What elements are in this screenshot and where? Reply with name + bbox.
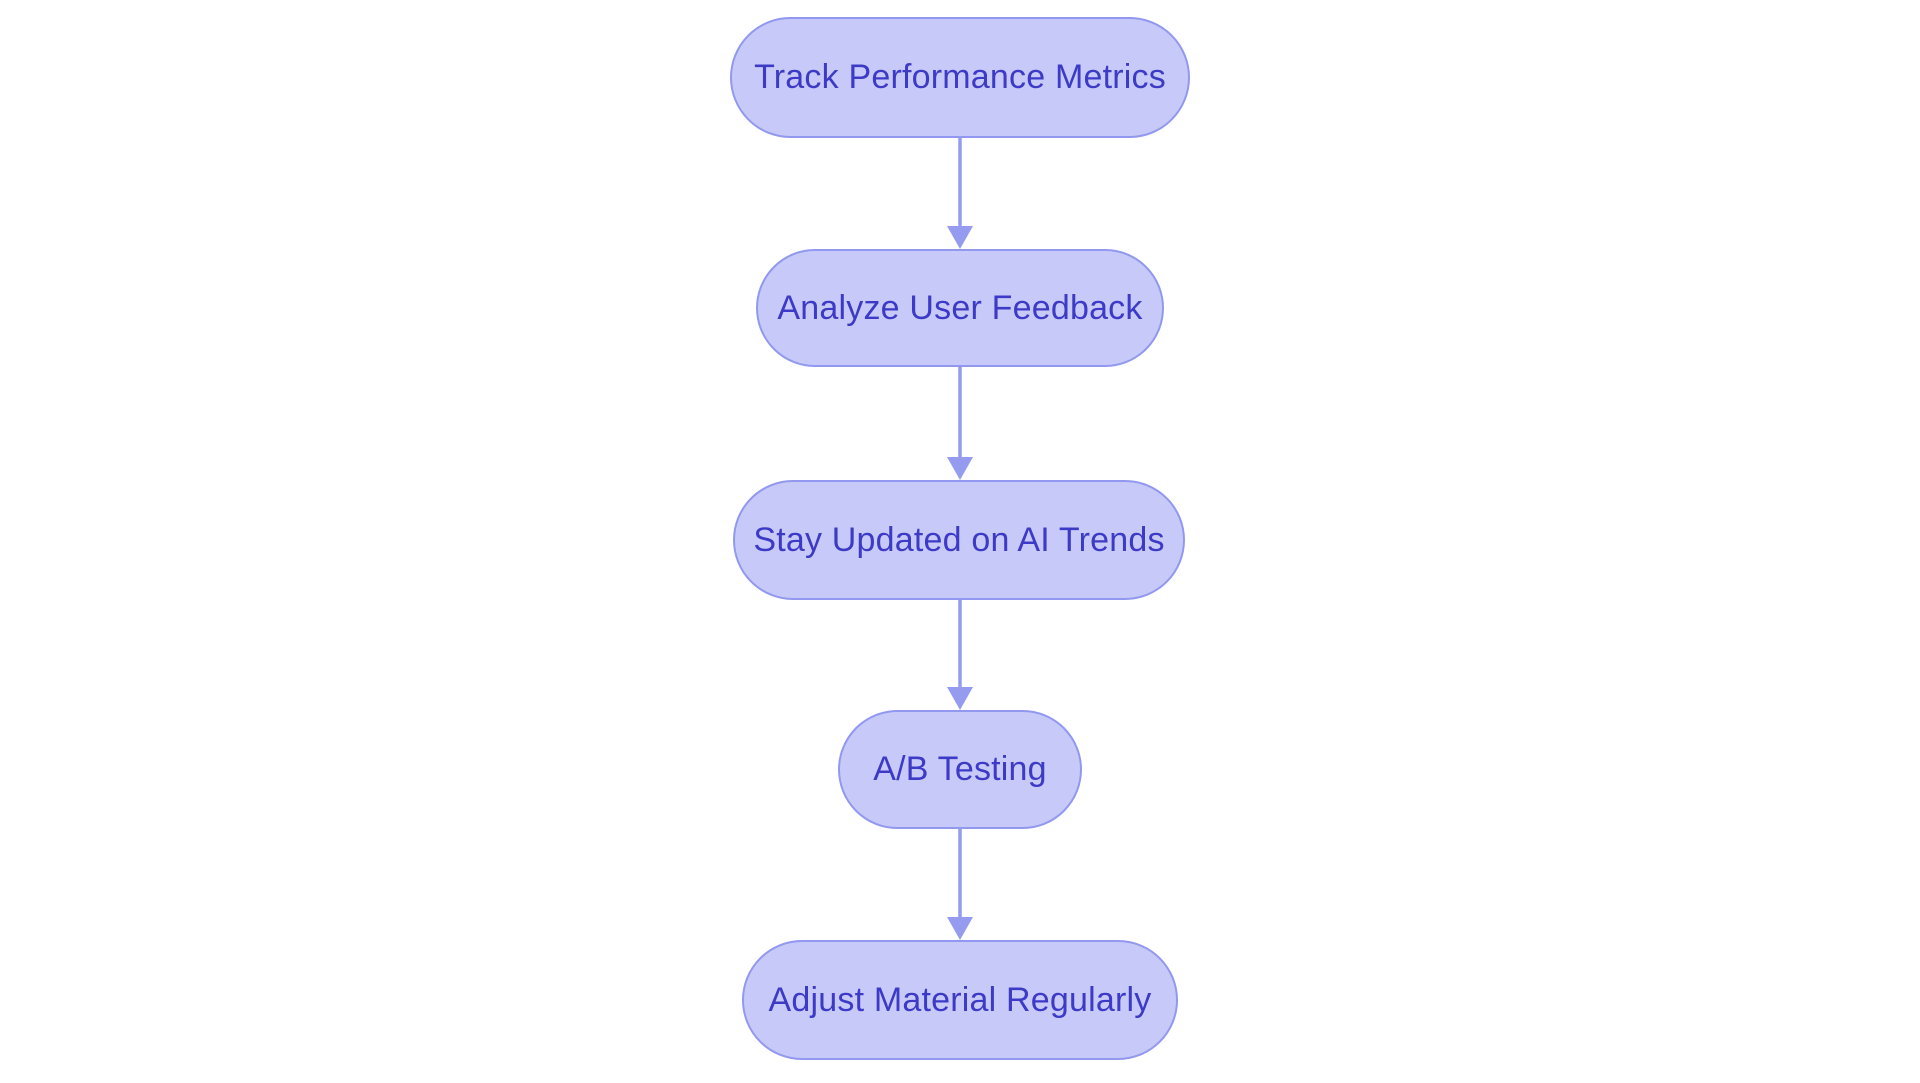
flow-node-label: Analyze User Feedback (777, 288, 1143, 327)
flow-node-adjust-material-regularly: Adjust Material Regularly (742, 940, 1178, 1060)
flow-arrow-4-5 (947, 829, 973, 940)
flow-node-label: Track Performance Metrics (754, 58, 1166, 96)
flow-arrow-1-2 (947, 138, 973, 249)
flow-node-label: A/B Testing (873, 750, 1047, 788)
flow-arrow-3-4 (947, 600, 973, 710)
flow-node-ab-testing: A/B Testing (838, 710, 1082, 829)
flow-node-label: Adjust Material Regularly (768, 980, 1152, 1019)
flow-node-label: Stay Updated on AI Trends (753, 520, 1165, 559)
flow-node-analyze-user-feedback: Analyze User Feedback (756, 249, 1164, 367)
flow-arrow-2-3 (947, 367, 973, 480)
flow-node-track-performance-metrics: Track Performance Metrics (730, 17, 1190, 138)
flow-node-stay-updated-on-ai-trends: Stay Updated on AI Trends (733, 480, 1185, 600)
